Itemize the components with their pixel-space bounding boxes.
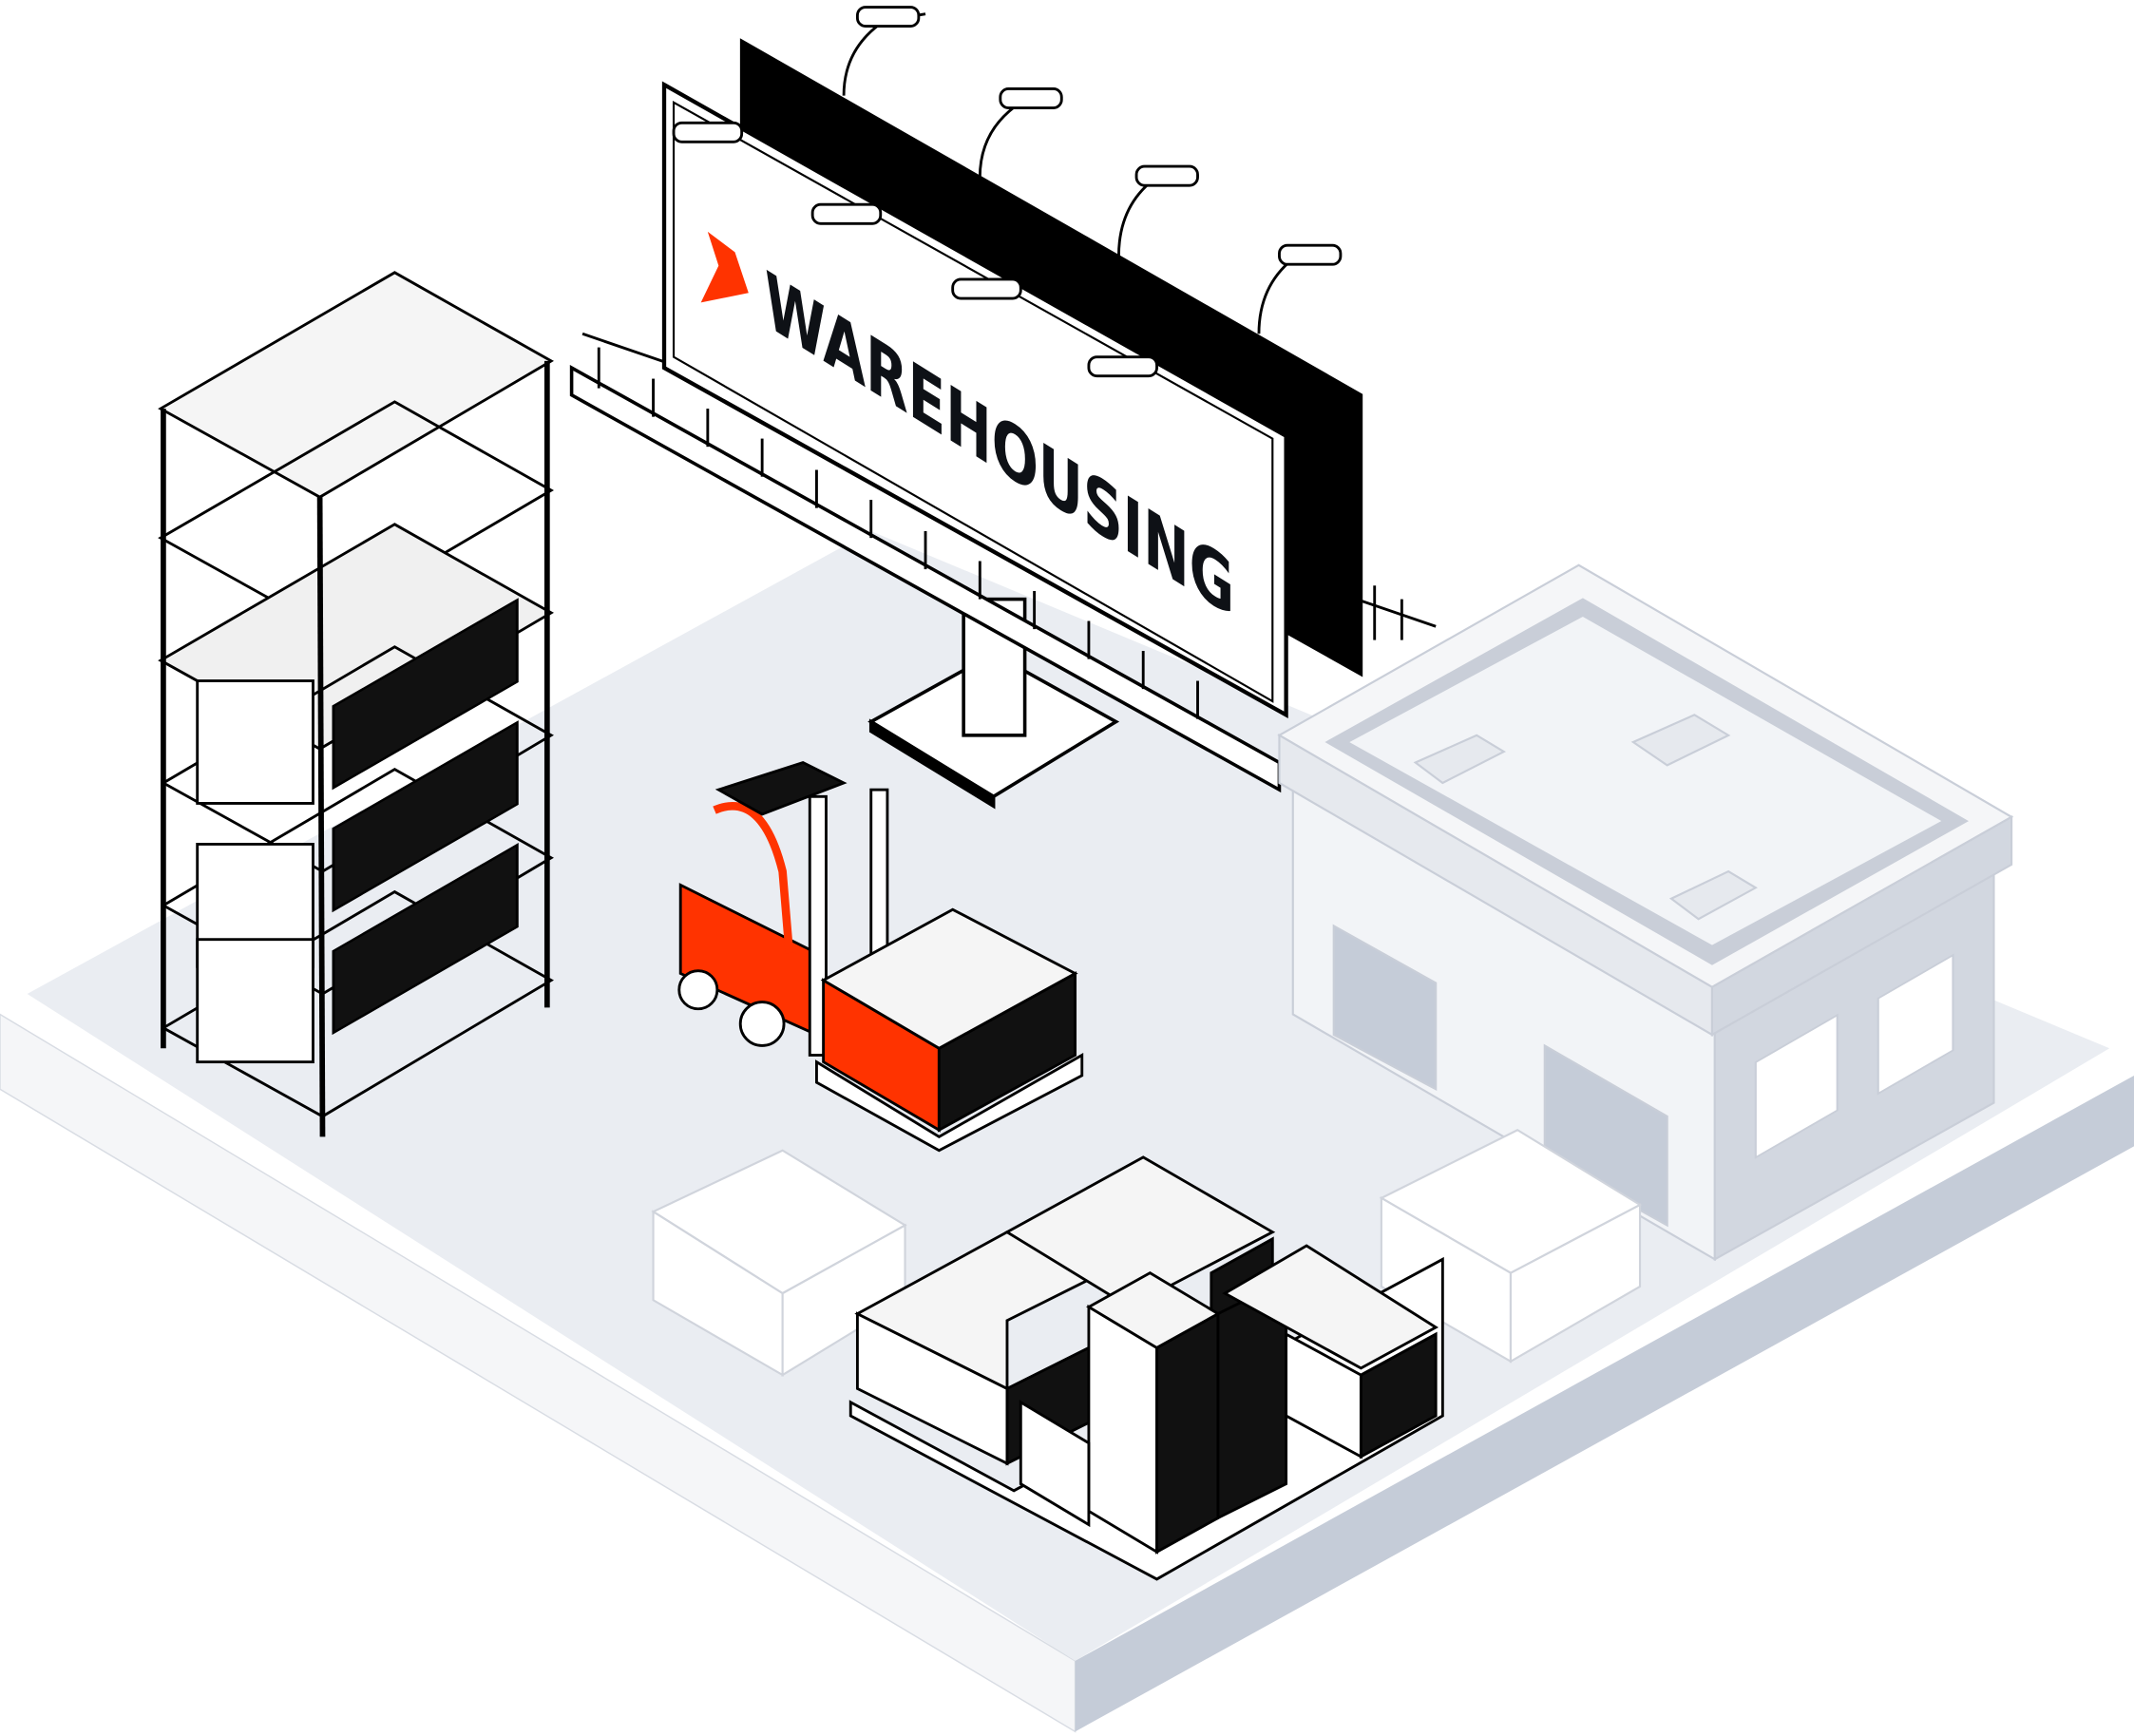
brand-logo-icon bbox=[700, 231, 749, 303]
storage-shelf bbox=[158, 271, 554, 1137]
forklift bbox=[677, 760, 1084, 1153]
warehouse-building bbox=[1277, 563, 2014, 1262]
billboard: WAREHOUSING bbox=[569, 6, 1437, 810]
empty-pallets bbox=[651, 1129, 1643, 1377]
roof-vents bbox=[1413, 714, 1758, 921]
forklift-cargo bbox=[815, 907, 1084, 1153]
billboard-lamps bbox=[672, 6, 1343, 378]
box-stacks bbox=[848, 1155, 1444, 1581]
shelf-boxes bbox=[196, 598, 519, 1064]
